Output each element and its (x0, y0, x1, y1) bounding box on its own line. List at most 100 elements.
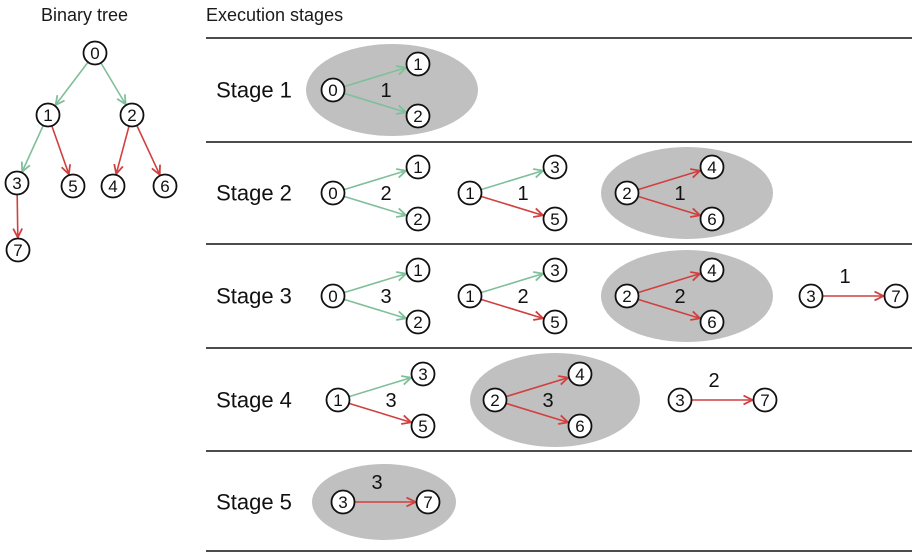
stage4-group3-child-node (752, 387, 778, 413)
stage3-group3-edge-bottom (637, 298, 700, 318)
stage2-group3-child-top-node-label: 4 (707, 158, 716, 177)
stage4-group3-child-node-label: 7 (760, 391, 769, 410)
stage3-group4-child-node-label: 7 (891, 287, 900, 306)
stage4-group1-child-top-node-label: 3 (418, 365, 427, 384)
stage4-group2-highlight (470, 353, 640, 447)
tree-node-1-label: 1 (43, 106, 52, 125)
stage3-group2-child-bottom-node-label: 5 (550, 313, 559, 332)
tree-node-3-label: 3 (12, 174, 21, 193)
stage3-group2-parent-node (457, 283, 483, 309)
stage2-group1-child-bottom-node-label: 2 (413, 210, 422, 229)
stage4-group2-child-top-node (567, 361, 593, 387)
binary-tree-title: Binary tree (41, 5, 129, 25)
stage4-group2-child-bottom-node (567, 413, 593, 439)
stage4-group2-parent-node (482, 387, 508, 413)
stage2-group1-child-bottom-node (405, 206, 431, 232)
stage1-group1-parent-node (320, 77, 346, 103)
stage4-group2-parent-node-label: 2 (490, 391, 499, 410)
stage2-group3-weight: 1 (674, 183, 685, 205)
stage2-group2-child-bottom-node-label: 5 (550, 210, 559, 229)
tree-node-1 (35, 102, 61, 128)
stage2-group3-edge-bottom (637, 195, 700, 215)
stage5-group1-weight: 3 (371, 472, 382, 494)
tree-node-4 (100, 173, 126, 199)
stage2-group3-highlight (601, 147, 773, 239)
stage1-group1-child-top-node-label: 1 (413, 55, 422, 74)
tree-edge-0-1 (56, 61, 89, 105)
tree-node-5 (60, 173, 86, 199)
stage4-group1-parent-node-label: 1 (333, 391, 342, 410)
stage2-group1-edge-top (343, 171, 406, 191)
tree-node-2 (119, 102, 145, 128)
stage2-group2-child-top-node (542, 154, 568, 180)
stage4-group1-child-bottom-node (410, 413, 436, 439)
stage4-group3-parent-node (667, 387, 693, 413)
stage1-group1-edge-top (343, 68, 406, 88)
tree-node-6 (152, 173, 178, 199)
stage3-group3-child-bottom-node (699, 309, 725, 335)
stage3-group2-child-top-node (542, 257, 568, 283)
stage5-group1-parent-node (330, 489, 356, 515)
stage3-group1-parent-node-label: 0 (328, 287, 337, 306)
stage4-group3-weight: 2 (708, 370, 719, 392)
tree-edge-1-5 (51, 125, 69, 174)
stage3-group1-edge-bottom (343, 298, 406, 318)
stage4-group2-edge-top (505, 378, 568, 398)
stage3-group1-child-bottom-node (405, 309, 431, 335)
stage4-group2-child-bottom-node-label: 6 (575, 417, 584, 436)
stage1-group1-child-top-node (405, 51, 431, 77)
stage2-group3-child-bottom-node-label: 6 (707, 210, 716, 229)
tree-edge-1-3 (22, 125, 44, 171)
stage4-group1-child-bottom-node-label: 5 (418, 417, 427, 436)
stage3-group1-child-top-node (405, 257, 431, 283)
stage3-group2-child-top-node-label: 3 (550, 261, 559, 280)
stage3-group4-parent-node-label: 3 (806, 287, 815, 306)
stage2-group2-weight: 1 (517, 183, 528, 205)
stage2-group1-edge-bottom (343, 195, 406, 215)
tree-edge-0-2 (100, 62, 126, 104)
stage2-group1-weight: 2 (380, 183, 391, 205)
stage3-group2-edge-bottom (480, 298, 543, 318)
stage-label-5: Stage 5 (216, 490, 292, 515)
execution-stages-title: Execution stages (206, 5, 344, 25)
stage2-group2-child-top-node-label: 3 (550, 158, 559, 177)
stage3-group4-weight: 1 (839, 266, 850, 288)
stage-label-4: Stage 4 (216, 388, 292, 413)
tree-node-6-label: 6 (160, 177, 169, 196)
stage2-group1-parent-node-label: 0 (328, 184, 337, 203)
stage1-group1-edge-bottom (343, 92, 406, 112)
stage3-group1-parent-node (320, 283, 346, 309)
stage3-group4-child-node (883, 283, 909, 309)
tree-node-3 (4, 170, 30, 196)
stage4-group1-edge-bottom (348, 402, 411, 422)
stage4-group1-weight: 3 (385, 390, 396, 412)
stage4-group1-child-top-node (410, 361, 436, 387)
stage4-group2-child-top-node-label: 4 (575, 365, 584, 384)
stage-label-1: Stage 1 (216, 78, 292, 103)
tree-node-0 (82, 40, 108, 66)
stage3-group2-parent-node-label: 1 (465, 287, 474, 306)
stage3-group2-edge-top (480, 274, 543, 294)
stage3-group3-child-top-node-label: 4 (707, 261, 716, 280)
tree-node-4-label: 4 (108, 177, 117, 196)
tree-edge-3-7 (17, 194, 18, 237)
tree-edge-2-6 (136, 125, 160, 174)
stage4-group1-edge-top (348, 378, 411, 398)
stage2-group3-parent-node (614, 180, 640, 206)
stage4-group2-weight: 3 (542, 390, 553, 412)
stage3-group3-edge-top (637, 274, 700, 294)
stage3-group1-weight: 3 (380, 286, 391, 308)
tree-edge-2-4 (116, 125, 130, 174)
stage2-group1-child-top-node-label: 1 (413, 158, 422, 177)
stage4-group2-edge-bottom (505, 402, 568, 422)
tree-node-7 (5, 237, 31, 263)
stage2-group2-edge-top (480, 171, 543, 191)
stage2-group2-child-bottom-node (542, 206, 568, 232)
stage2-group1-child-top-node (405, 154, 431, 180)
stage2-group1-parent-node (320, 180, 346, 206)
stage2-group2-edge-bottom (480, 195, 543, 215)
stage5-group1-child-node (415, 489, 441, 515)
stage4-group3-parent-node-label: 3 (675, 391, 684, 410)
stage2-group2-parent-node (457, 180, 483, 206)
